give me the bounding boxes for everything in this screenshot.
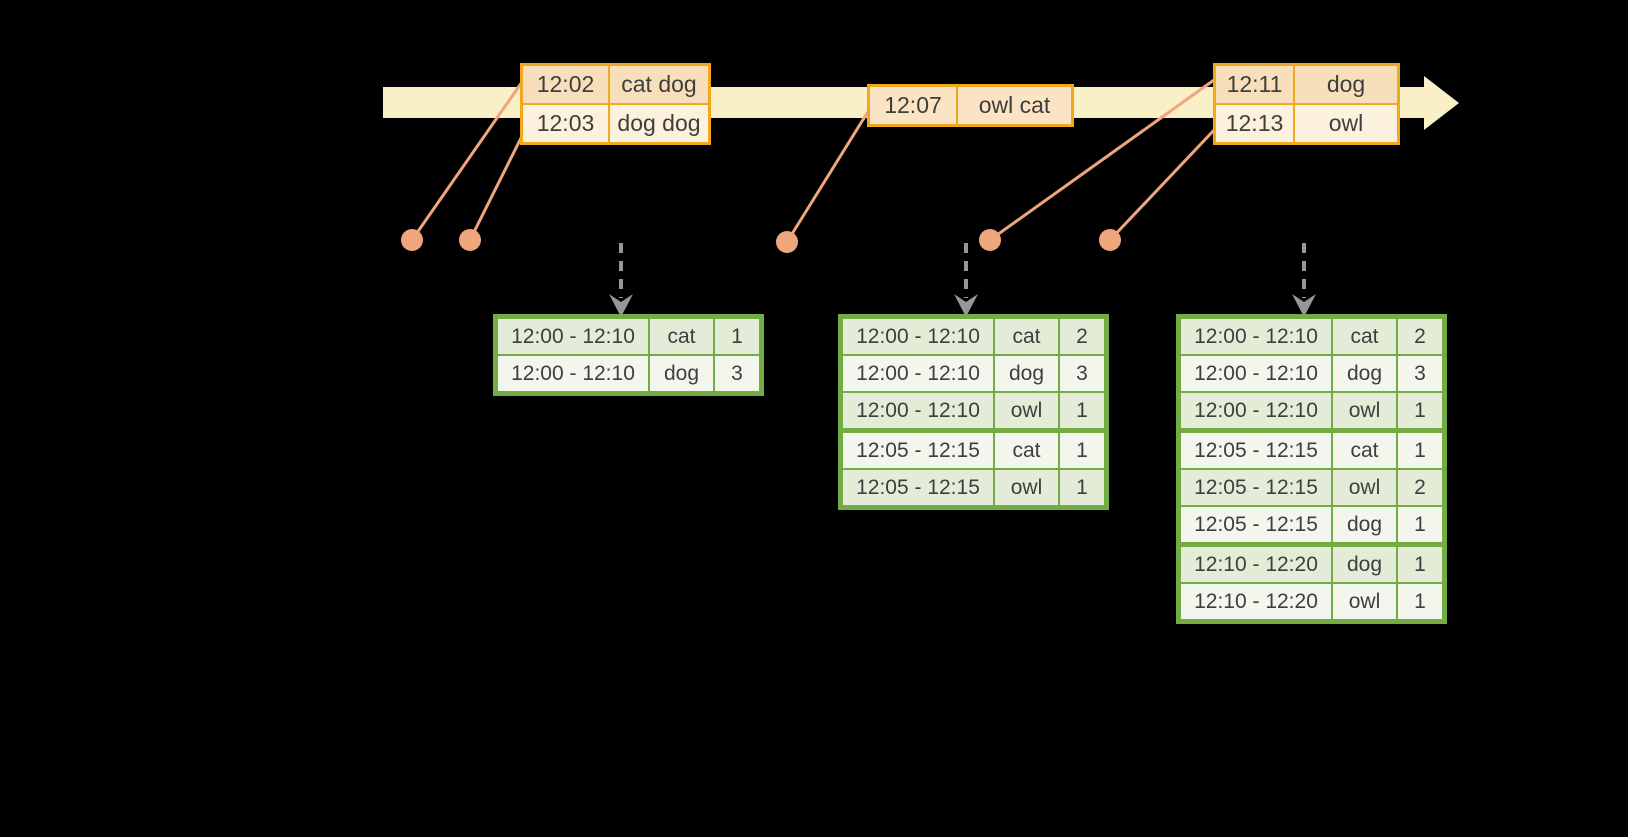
- table-row: 12:00 - 12:10 dog 3: [1181, 354, 1442, 391]
- count-cell: 1: [1396, 547, 1442, 582]
- table-row: 12:00 - 12:10 owl 1: [843, 391, 1104, 428]
- event-row: 12:11 dog: [1216, 66, 1397, 103]
- table-row: 12:05 - 12:15 cat 1: [843, 428, 1104, 468]
- count-cell: 1: [1058, 433, 1104, 468]
- event-row: 12:02 cat dog: [523, 66, 708, 103]
- window-cell: 12:05 - 12:15: [843, 470, 993, 505]
- event-dots: [401, 229, 1121, 253]
- connector-line: [785, 108, 871, 244]
- word-cell: owl: [1331, 393, 1396, 428]
- table-row: 12:05 - 12:15 owl 1: [843, 468, 1104, 505]
- arrow-down-icon: [1292, 294, 1316, 317]
- event-dot: [776, 231, 798, 253]
- event-time: 12:13: [1216, 105, 1293, 142]
- event-words: cat dog: [608, 66, 708, 103]
- window-cell: 12:00 - 12:10: [843, 393, 993, 428]
- window-cell: 12:00 - 12:10: [1181, 319, 1331, 354]
- word-cell: dog: [993, 356, 1058, 391]
- count-cell: 1: [1058, 470, 1104, 505]
- event-dot: [459, 229, 481, 251]
- event-words: owl: [1293, 105, 1397, 142]
- arrow-down-icon: [954, 294, 978, 317]
- connector-line: [410, 80, 524, 242]
- table-row: 12:00 - 12:10 owl 1: [1181, 391, 1442, 428]
- count-cell: 1: [713, 319, 759, 354]
- word-cell: owl: [993, 470, 1058, 505]
- event-dot: [979, 229, 1001, 251]
- window-cell: 12:05 - 12:15: [1181, 470, 1331, 505]
- count-cell: 1: [1058, 393, 1104, 428]
- window-cell: 12:00 - 12:10: [1181, 393, 1331, 428]
- count-cell: 3: [1396, 356, 1442, 391]
- event-row: 12:03 dog dog: [523, 103, 708, 142]
- word-cell: dog: [648, 356, 713, 391]
- word-cell: cat: [993, 433, 1058, 468]
- event-row: 12:13 owl: [1216, 103, 1397, 142]
- event-words: owl cat: [956, 87, 1071, 124]
- result-table-2: 12:00 - 12:10 cat 2 12:00 - 12:10 dog 3 …: [838, 314, 1109, 510]
- window-cell: 12:00 - 12:10: [1181, 356, 1331, 391]
- count-cell: 1: [1396, 433, 1442, 468]
- window-cell: 12:10 - 12:20: [1181, 547, 1331, 582]
- window-cell: 12:00 - 12:10: [498, 319, 648, 354]
- word-cell: owl: [1331, 584, 1396, 619]
- window-cell: 12:00 - 12:10: [843, 319, 993, 354]
- word-cell: cat: [993, 319, 1058, 354]
- event-row: 12:07 owl cat: [870, 87, 1071, 124]
- word-cell: cat: [1331, 433, 1396, 468]
- table-row: 12:00 - 12:10 dog 3: [843, 354, 1104, 391]
- table-row: 12:00 - 12:10 cat 2: [1181, 319, 1442, 354]
- window-cell: 12:05 - 12:15: [1181, 507, 1331, 542]
- connector-line: [988, 78, 1216, 242]
- count-cell: 1: [1396, 584, 1442, 619]
- table-row: 12:00 - 12:10 dog 3: [498, 354, 759, 391]
- event-time: 12:07: [870, 87, 956, 124]
- result-table-1: 12:00 - 12:10 cat 1 12:00 - 12:10 dog 3: [493, 314, 764, 396]
- table-row: 12:05 - 12:15 cat 1: [1181, 428, 1442, 468]
- count-cell: 3: [1058, 356, 1104, 391]
- count-cell: 1: [1396, 393, 1442, 428]
- table-row: 12:10 - 12:20 dog 1: [1181, 542, 1442, 582]
- count-cell: 1: [1396, 507, 1442, 542]
- word-cell: dog: [1331, 356, 1396, 391]
- timeline-arrowhead-icon: [1424, 76, 1459, 130]
- word-cell: owl: [1331, 470, 1396, 505]
- table-row: 12:00 - 12:10 cat 1: [498, 319, 759, 354]
- word-cell: owl: [993, 393, 1058, 428]
- event-time: 12:03: [523, 105, 608, 142]
- connector-line: [468, 130, 526, 242]
- event-words: dog: [1293, 66, 1397, 103]
- count-cell: 2: [1396, 470, 1442, 505]
- event-dot: [401, 229, 423, 251]
- result-table-3: 12:00 - 12:10 cat 2 12:00 - 12:10 dog 3 …: [1176, 314, 1447, 624]
- event-table-2: 12:07 owl cat: [867, 84, 1074, 127]
- event-table-3: 12:11 dog 12:13 owl: [1213, 63, 1400, 145]
- table-row: 12:05 - 12:15 dog 1: [1181, 505, 1442, 542]
- trigger-arrows: [609, 243, 1316, 317]
- count-cell: 2: [1396, 319, 1442, 354]
- table-row: 12:05 - 12:15 owl 2: [1181, 468, 1442, 505]
- count-cell: 3: [713, 356, 759, 391]
- word-cell: cat: [648, 319, 713, 354]
- table-row: 12:00 - 12:10 cat 2: [843, 319, 1104, 354]
- event-connector-lines: [410, 78, 1218, 244]
- event-time: 12:11: [1216, 66, 1293, 103]
- word-cell: dog: [1331, 507, 1396, 542]
- window-cell: 12:05 - 12:15: [1181, 433, 1331, 468]
- count-cell: 2: [1058, 319, 1104, 354]
- word-cell: cat: [1331, 319, 1396, 354]
- window-cell: 12:00 - 12:10: [498, 356, 648, 391]
- arrow-down-icon: [609, 294, 633, 317]
- event-time: 12:02: [523, 66, 608, 103]
- window-cell: 12:10 - 12:20: [1181, 584, 1331, 619]
- event-dot: [1099, 229, 1121, 251]
- window-cell: 12:05 - 12:15: [843, 433, 993, 468]
- event-table-1: 12:02 cat dog 12:03 dog dog: [520, 63, 711, 145]
- event-words: dog dog: [608, 105, 708, 142]
- window-cell: 12:00 - 12:10: [843, 356, 993, 391]
- table-row: 12:10 - 12:20 owl 1: [1181, 582, 1442, 619]
- connector-line: [1108, 126, 1218, 242]
- word-cell: dog: [1331, 547, 1396, 582]
